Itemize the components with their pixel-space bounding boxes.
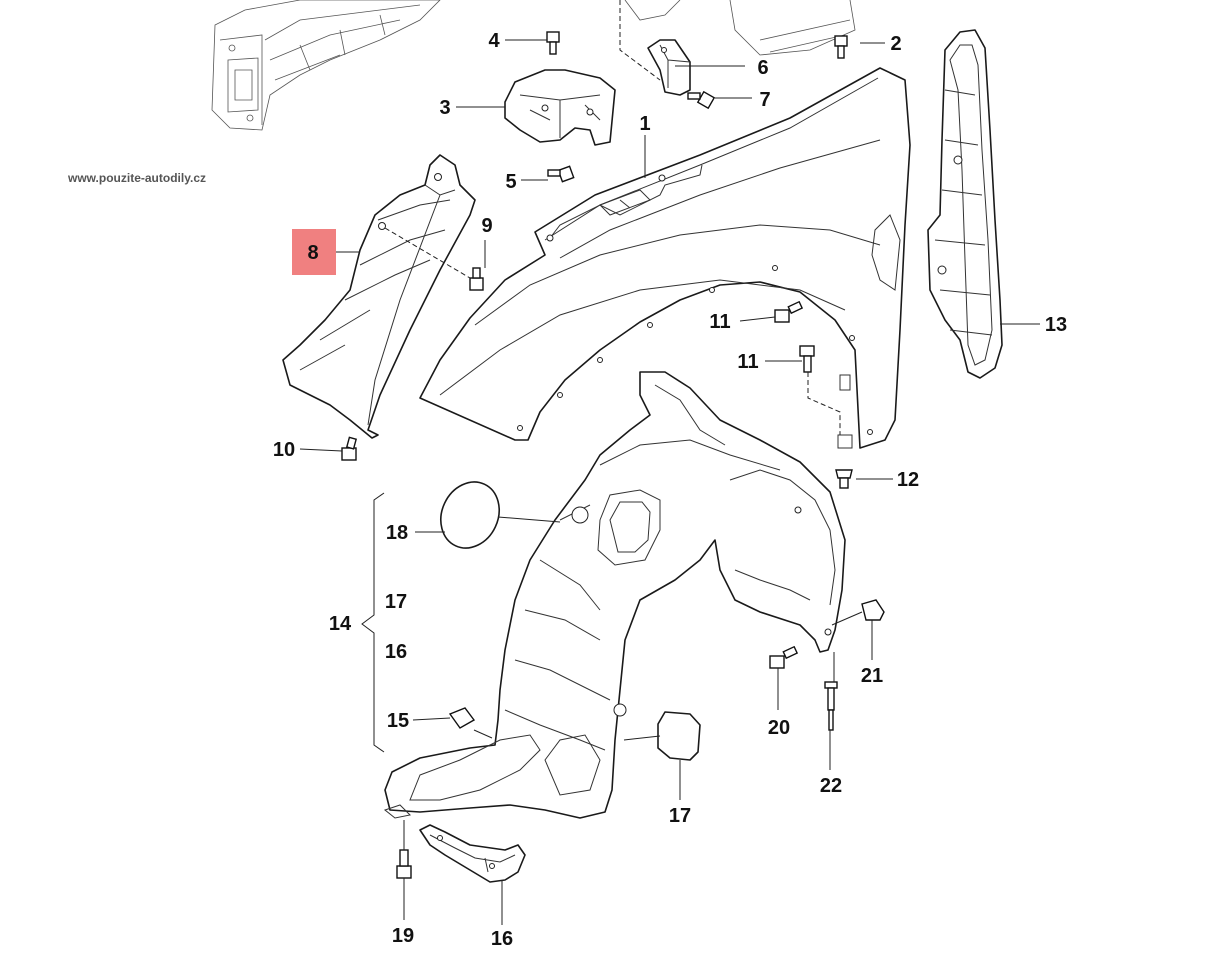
callout-9: 9 bbox=[481, 215, 492, 237]
callout-labels: 1 2 3 4 5 6 7 8 9 10 11 11 12 13 14 15 1… bbox=[273, 30, 1067, 950]
callout-12: 12 bbox=[897, 469, 919, 491]
frame-rail bbox=[211, 0, 856, 131]
callout-16-group: 16 bbox=[385, 641, 407, 663]
bolt-11a bbox=[774, 300, 804, 323]
callout-19: 19 bbox=[392, 925, 414, 947]
part-17-plug bbox=[657, 711, 701, 761]
bolt-7 bbox=[687, 90, 716, 110]
part-13-seal bbox=[927, 29, 1003, 379]
rivet-22 bbox=[824, 681, 838, 731]
callout-15: 15 bbox=[387, 710, 409, 732]
bolt-10 bbox=[341, 436, 358, 461]
part-3-bracket bbox=[504, 69, 616, 146]
callout-17-plug: 17 bbox=[669, 805, 691, 827]
bolt-9 bbox=[469, 267, 484, 291]
callout-22: 22 bbox=[820, 775, 842, 797]
callout-7: 7 bbox=[759, 89, 770, 111]
callout-11-upper: 11 bbox=[709, 311, 730, 333]
part-8-panel bbox=[282, 154, 476, 439]
callout-16-bracket: 16 bbox=[491, 928, 513, 950]
callout-11-lower: 11 bbox=[737, 351, 758, 373]
callout-6: 6 bbox=[757, 57, 768, 79]
callout-20: 20 bbox=[768, 717, 790, 739]
highlight-box bbox=[292, 229, 336, 275]
callout-5: 5 bbox=[505, 171, 516, 193]
bolt-2 bbox=[834, 35, 848, 59]
callout-17-group: 17 bbox=[385, 591, 407, 613]
clip-12 bbox=[835, 469, 853, 489]
callout-13: 13 bbox=[1045, 314, 1067, 336]
bolt-19 bbox=[396, 849, 412, 879]
callout-4: 4 bbox=[488, 30, 500, 52]
part-16-bracket bbox=[419, 824, 526, 883]
callout-14: 14 bbox=[329, 613, 352, 635]
callout-2: 2 bbox=[890, 33, 901, 55]
part-1-fender bbox=[419, 67, 911, 449]
bolt-5 bbox=[547, 165, 575, 183]
watermark-text: www.pouzite-autodily.cz bbox=[67, 171, 206, 185]
callout-1: 1 bbox=[639, 113, 650, 135]
bolt-4 bbox=[546, 31, 560, 55]
bolt-11b bbox=[799, 345, 815, 373]
callout-18: 18 bbox=[386, 522, 408, 544]
callout-21: 21 bbox=[861, 665, 883, 687]
part-6-bracket bbox=[647, 39, 691, 96]
leader-lines bbox=[299, 39, 1040, 925]
callout-3: 3 bbox=[439, 97, 450, 119]
bolt-20 bbox=[769, 645, 799, 669]
nut-15 bbox=[448, 707, 476, 729]
callout-10: 10 bbox=[273, 439, 295, 461]
callout-8: 8 bbox=[307, 242, 318, 264]
part-18-grommet bbox=[440, 481, 500, 549]
part-14-wheel-liner bbox=[383, 371, 846, 819]
clip-21 bbox=[861, 599, 885, 621]
